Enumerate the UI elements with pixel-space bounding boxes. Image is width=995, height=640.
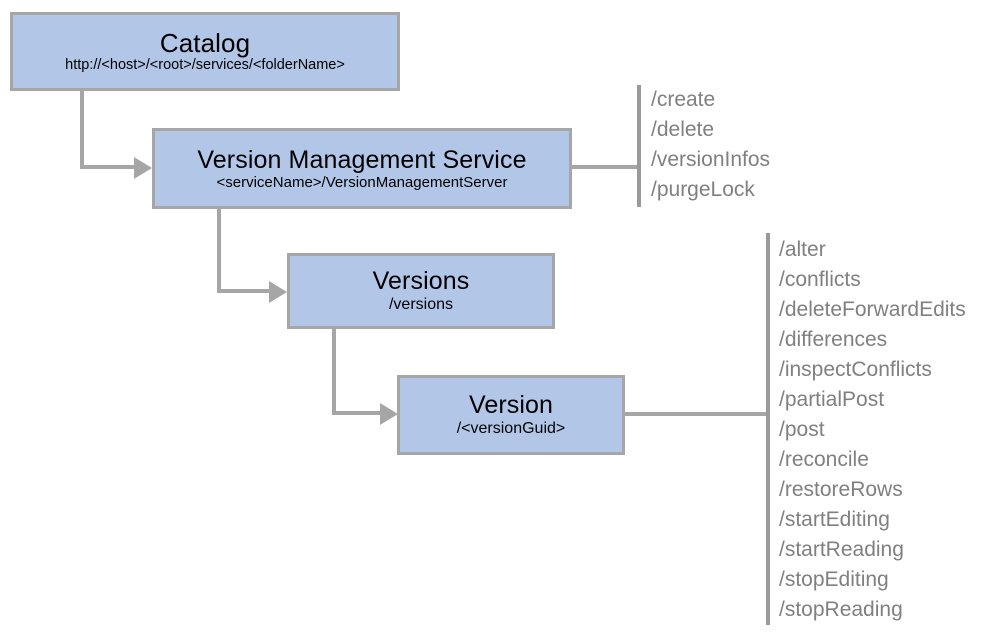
operation-item: /versionInfos [651, 148, 771, 171]
node-versions-title: Versions [372, 267, 470, 296]
connector-vms-to-operations [570, 165, 640, 169]
connector-catalog-to-vms-horizontal [80, 165, 138, 169]
arrowhead-catalog-to-vms [134, 157, 152, 179]
operation-item: /delete [651, 118, 715, 141]
connector-versions-to-version-vertical [332, 327, 336, 415]
operation-list-version-management-service: /create/delete/versionInfos/purgeLock [651, 85, 770, 205]
operation-item: /deleteForwardEdits [779, 298, 966, 321]
node-version-management-service-subtitle: <serviceName>/VersionManagementServer [216, 173, 508, 191]
operation-list-version: /alter/conflicts/deleteForwardEdits/diff… [779, 235, 966, 625]
node-version-subtitle: /<versionGuid> [456, 419, 566, 437]
connector-catalog-to-vms-vertical [80, 89, 84, 169]
node-version[interactable]: Version /<versionGuid> [397, 375, 625, 455]
operation-item: /reconcile [779, 448, 869, 471]
bracket-version-operations [766, 233, 770, 625]
arrowhead-versions-to-version [380, 403, 398, 425]
connector-vms-to-versions-vertical [217, 207, 221, 293]
operation-item: /inspectConflicts [779, 358, 932, 381]
node-version-title: Version [468, 391, 554, 420]
node-catalog[interactable]: Catalog http://<host>/<root>/services/<f… [10, 12, 400, 91]
node-versions[interactable]: Versions /versions [287, 253, 555, 329]
operation-item: /conflicts [779, 268, 861, 291]
operation-item: /create [651, 88, 716, 111]
node-version-management-service-title: Version Management Service [197, 145, 527, 174]
connector-version-to-operations [623, 412, 769, 416]
operation-item: /partialPost [779, 388, 885, 411]
connector-versions-to-version-horizontal [332, 411, 384, 415]
connector-vms-to-versions-horizontal [217, 289, 273, 293]
node-versions-subtitle: /versions [388, 295, 454, 313]
node-version-management-service[interactable]: Version Management Service <serviceName>… [152, 128, 572, 209]
operation-item: /stopEditing [779, 568, 889, 591]
bracket-vms-operations [637, 85, 641, 207]
operation-item: /restoreRows [779, 478, 903, 501]
node-catalog-title: Catalog [159, 27, 251, 58]
operation-item: /post [779, 418, 825, 441]
operation-item: /stopReading [779, 598, 903, 621]
node-catalog-subtitle: http://<host>/<root>/services/<folderNam… [65, 57, 345, 74]
operation-item: /startEditing [779, 508, 890, 531]
arrowhead-vms-to-versions [269, 281, 287, 303]
operation-item: /purgeLock [651, 178, 755, 201]
operation-item: /alter [779, 238, 826, 261]
operation-item: /startReading [779, 538, 904, 561]
operation-item: /differences [779, 328, 888, 351]
